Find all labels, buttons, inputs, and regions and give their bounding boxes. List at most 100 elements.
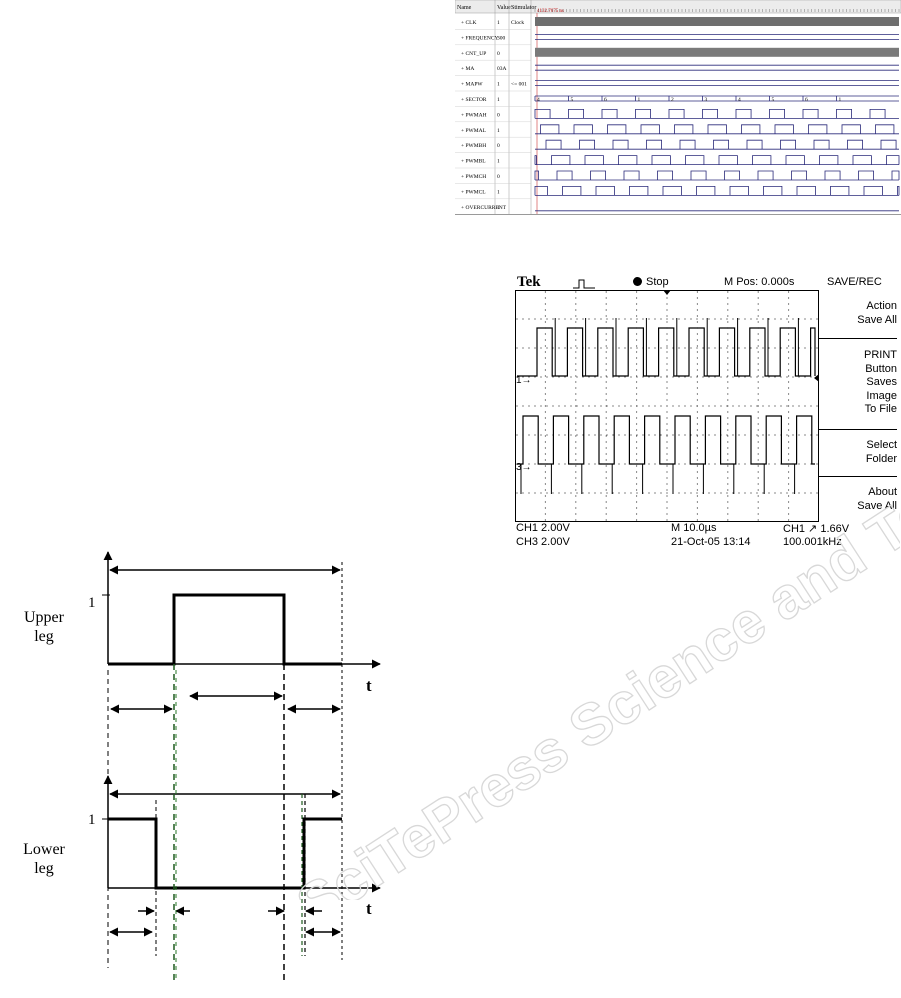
grid-dot <box>666 447 668 449</box>
grid-dot <box>696 483 698 485</box>
grid-dot <box>605 399 607 401</box>
grid-dot <box>727 375 729 377</box>
grid-dot <box>544 519 546 521</box>
grid-dot <box>534 347 536 349</box>
grid-dot <box>588 463 590 465</box>
grid-dot <box>678 405 680 407</box>
grid-dot <box>516 318 518 320</box>
grid-dot <box>605 321 607 323</box>
grid-dot <box>605 429 607 431</box>
menu-item-print[interactable]: PRINT Button Saves Image To File <box>864 349 897 415</box>
grid-dot <box>648 492 650 494</box>
grid-dot <box>636 399 638 401</box>
grid-dot <box>786 347 788 349</box>
grid-dot <box>788 345 790 347</box>
grid-dot <box>636 417 638 419</box>
grid-dot <box>727 519 729 521</box>
grid-dot <box>788 411 790 413</box>
grid-dot <box>522 318 524 320</box>
grid-dot <box>727 441 729 443</box>
grid-dot <box>727 483 729 485</box>
grid-dot <box>666 297 668 299</box>
frequency: 100.001kHz <box>783 536 842 548</box>
grid-dot <box>696 441 698 443</box>
grid-dot <box>696 411 698 413</box>
grid-dot <box>744 405 746 407</box>
grid-dot <box>582 492 584 494</box>
grid-dot <box>654 492 656 494</box>
grid-dot <box>762 347 764 349</box>
grid-dot <box>757 411 759 413</box>
grid-dot <box>642 434 644 436</box>
grid-dot <box>727 507 729 509</box>
grid-dot <box>768 463 770 465</box>
grid-dot <box>696 435 698 437</box>
grid-dot <box>654 318 656 320</box>
cnt-up-trace <box>535 47 899 57</box>
grid-dot <box>696 381 698 383</box>
grid-dot <box>774 318 776 320</box>
grid-dot <box>690 318 692 320</box>
grid-dot <box>636 501 638 503</box>
grid-dot <box>575 441 577 443</box>
grid-dot <box>575 435 577 437</box>
menu-item-select-folder[interactable]: Select Folder <box>865 439 897 465</box>
grid-dot <box>642 376 644 378</box>
grid-dot <box>757 519 759 521</box>
grid-dot <box>738 347 740 349</box>
grid-dot <box>684 347 686 349</box>
grid-dot <box>762 318 764 320</box>
grid-dot <box>636 291 638 293</box>
grid-dot <box>696 423 698 425</box>
sector-value: 6 <box>604 97 607 103</box>
grid-dot <box>558 376 560 378</box>
grid-dot <box>564 347 566 349</box>
grid-dot <box>648 434 650 436</box>
grid-dot <box>757 435 759 437</box>
grid-dot <box>642 318 644 320</box>
signal-name: + OVERCURRENT <box>461 205 507 211</box>
grid-dot <box>544 453 546 455</box>
grid-dot <box>588 434 590 436</box>
grid-dot <box>788 333 790 335</box>
grid-dot <box>720 347 722 349</box>
grid-dot <box>636 423 638 425</box>
grid-dot <box>575 501 577 503</box>
grid-dot <box>544 333 546 335</box>
menu-item-about[interactable]: About Save All <box>857 486 897 512</box>
grid-dot <box>768 347 770 349</box>
grid-dot <box>594 434 596 436</box>
grid-dot <box>810 405 812 407</box>
grid-dot <box>666 423 668 425</box>
grid-dot <box>575 465 577 467</box>
grid-dot <box>516 492 518 494</box>
grid-dot <box>714 347 716 349</box>
grid-dot <box>702 347 704 349</box>
grid-dot <box>786 376 788 378</box>
grid-dot <box>642 405 644 407</box>
menu-item-action[interactable]: Action Save All <box>857 300 897 326</box>
grid-dot <box>605 381 607 383</box>
m-position: M Pos: 0.000s <box>724 276 795 288</box>
signal-name: + CNT_UP <box>461 51 486 57</box>
grid-dot <box>522 376 524 378</box>
grid-dot <box>575 363 577 365</box>
grid-dot <box>750 405 752 407</box>
grid-dot <box>678 347 680 349</box>
sector-value: 2 <box>671 97 674 103</box>
grid-dot <box>708 463 710 465</box>
grid-dot <box>594 318 596 320</box>
grid-dot <box>696 477 698 479</box>
grid-dot <box>726 434 728 436</box>
grid-dot <box>727 387 729 389</box>
grid-dot <box>757 489 759 491</box>
grid-dot <box>564 434 566 436</box>
grid-dot <box>516 434 518 436</box>
grid-dot <box>605 417 607 419</box>
grid-dot <box>544 339 546 341</box>
grid-dot <box>570 347 572 349</box>
grid-dot <box>624 492 626 494</box>
grid-dot <box>788 363 790 365</box>
grid-dot <box>528 492 530 494</box>
grid-dot <box>666 318 668 320</box>
